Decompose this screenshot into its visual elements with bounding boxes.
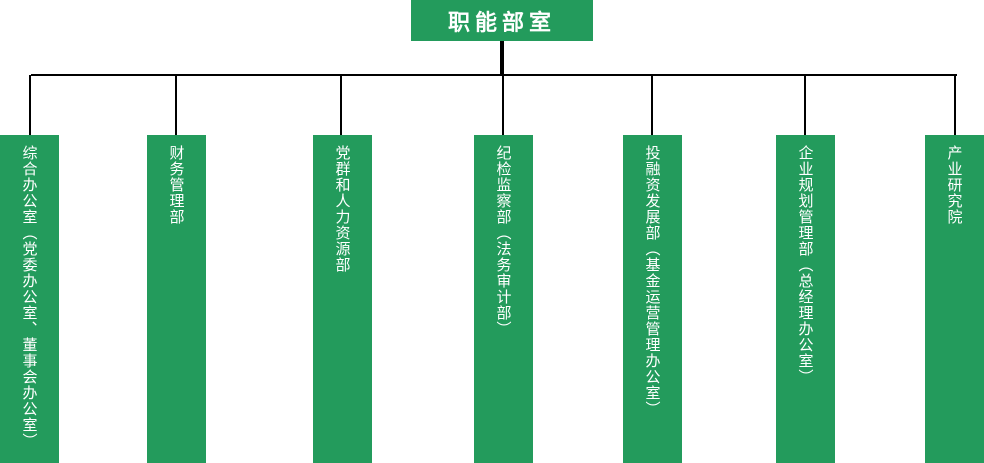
connector-dept-4 xyxy=(502,75,504,135)
dept-label: 纪检监察部（法务审计部） xyxy=(494,145,513,337)
connector-dept-7 xyxy=(954,75,956,135)
connector-dept-2 xyxy=(175,75,177,135)
dept-party-hr: 党群和人力资源部 xyxy=(313,135,372,463)
dept-industry-research: 产业研究院 xyxy=(925,135,984,463)
dept-enterprise-planning: 企业规划管理部（总经理办公室） xyxy=(776,135,835,463)
dept-label: 综合办公室（党委办公室、董事会办公室） xyxy=(20,145,39,449)
connector-dept-6 xyxy=(804,75,806,135)
connector-dept-3 xyxy=(340,75,342,135)
dept-finance: 财务管理部 xyxy=(147,135,206,463)
dept-label: 党群和人力资源部 xyxy=(333,145,352,273)
dept-discipline-inspection: 纪检监察部（法务审计部） xyxy=(474,135,533,463)
dept-investment-financing: 投融资发展部（基金运营管理办公室） xyxy=(623,135,682,463)
dept-general-office: 综合办公室（党委办公室、董事会办公室） xyxy=(0,135,59,463)
dept-label: 产业研究院 xyxy=(945,145,964,225)
dept-label: 投融资发展部（基金运营管理办公室） xyxy=(643,145,662,417)
connector-dept-1 xyxy=(29,75,31,135)
dept-label: 企业规划管理部（总经理办公室） xyxy=(796,145,815,385)
horizontal-connector xyxy=(31,74,957,76)
root-connector xyxy=(500,41,504,76)
dept-label: 财务管理部 xyxy=(167,145,186,225)
root-node-functional-departments: 职能部室 xyxy=(411,0,593,41)
connector-dept-5 xyxy=(651,75,653,135)
